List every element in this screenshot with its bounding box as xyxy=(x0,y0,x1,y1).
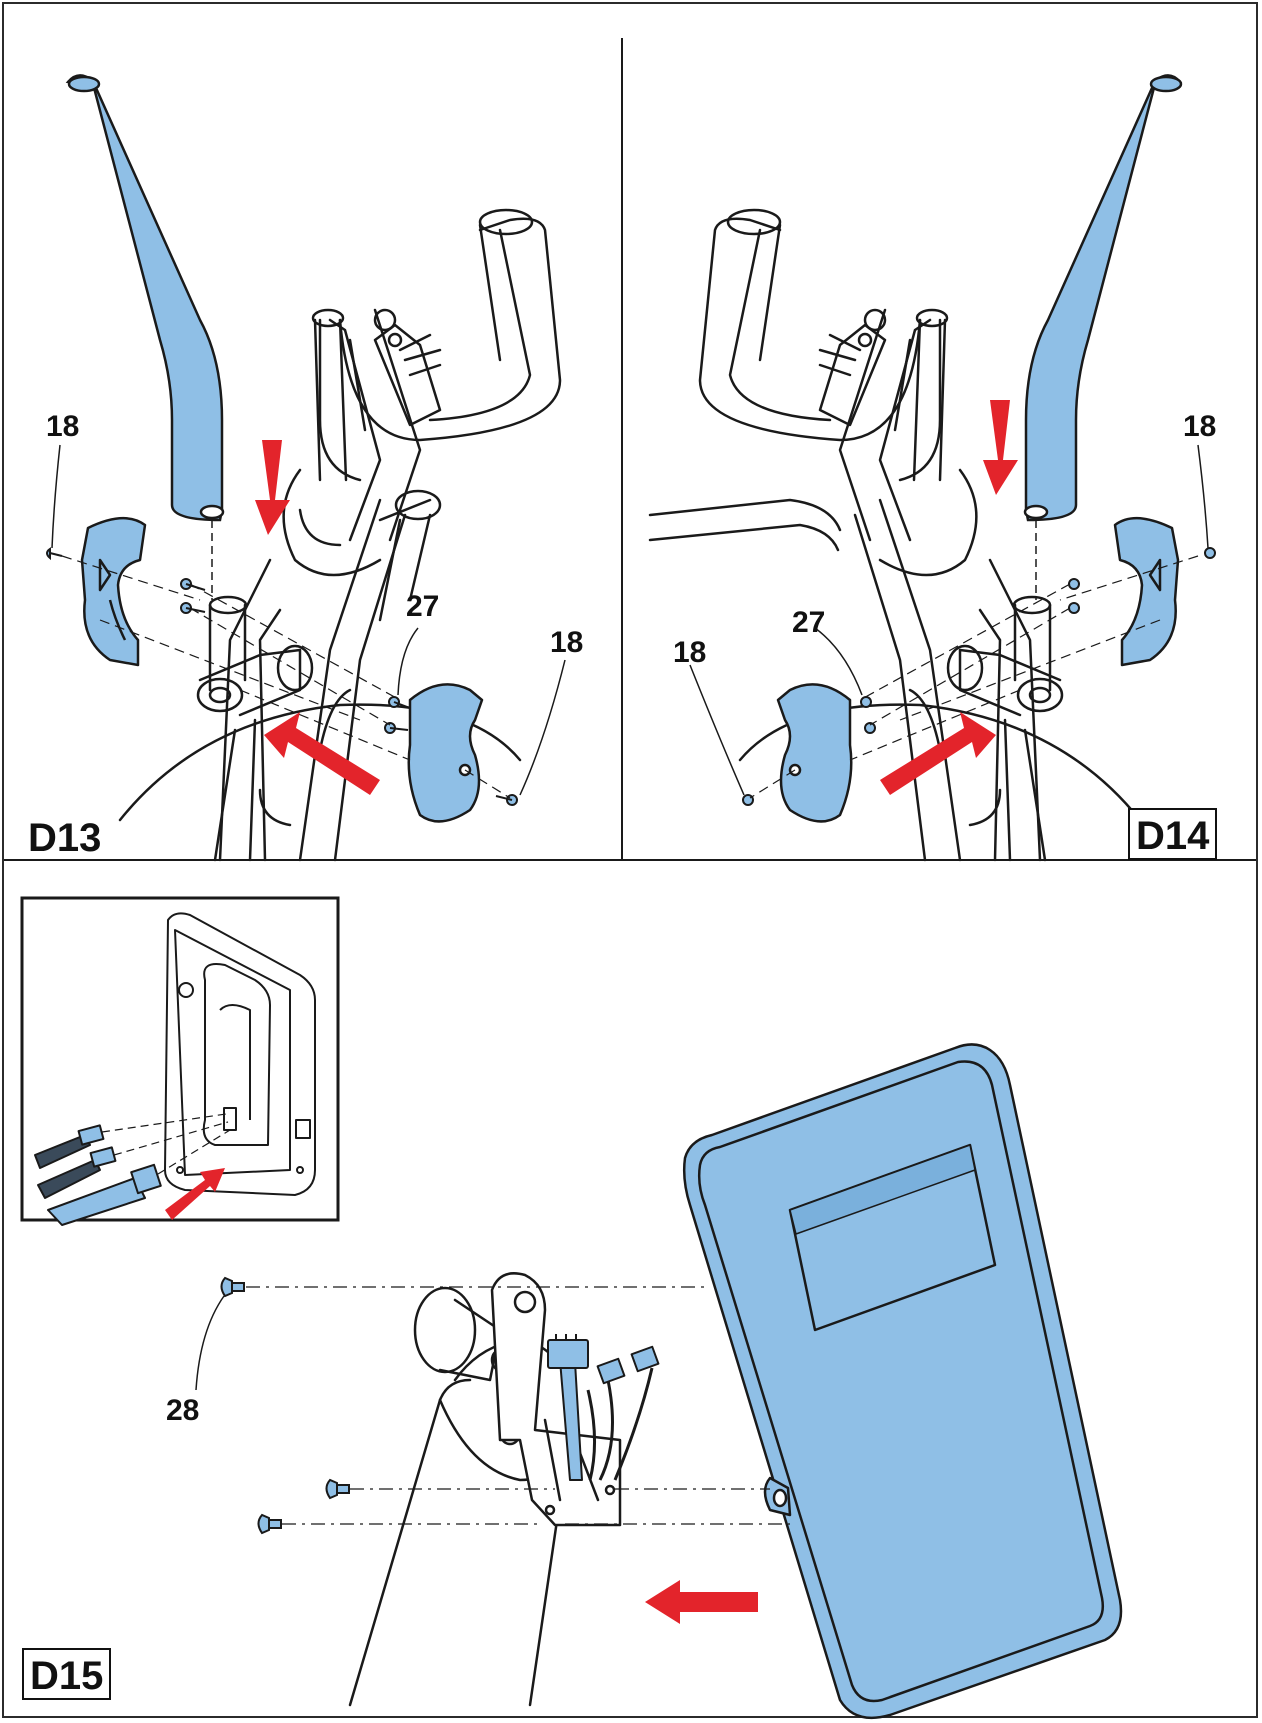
d13-dashed-guides xyxy=(61,555,511,799)
d13-blue-handlebar xyxy=(65,74,225,522)
d15-inset-dashes xyxy=(101,1113,231,1175)
d13-callout-18-right: 18 xyxy=(550,626,584,659)
d14-leaders xyxy=(689,444,1209,796)
d14-callout-18-left: 18 xyxy=(673,636,707,669)
d14-red-arrows xyxy=(880,400,1018,795)
d14-callout-27: 27 xyxy=(792,606,826,639)
d14-screws xyxy=(742,547,1216,806)
d14-callout-18-right: 18 xyxy=(1183,410,1217,443)
step-label-d14: D14 xyxy=(1128,808,1218,860)
d15-post-drawing xyxy=(348,1272,622,1707)
d13-leaders xyxy=(51,444,566,796)
d15-bracket-cables xyxy=(547,1334,660,1481)
d15-console xyxy=(682,1043,1123,1720)
d14-right-shroud xyxy=(1113,517,1180,667)
d13-callout-18-left: 18 xyxy=(46,410,80,443)
d14-left-shroud xyxy=(776,683,853,823)
d15-leader xyxy=(195,1295,225,1391)
d14-frame-drawing xyxy=(648,208,1142,862)
d13-frame-drawing xyxy=(118,208,562,862)
d14-dashed-guides xyxy=(749,555,1199,799)
step-label-d15: D15 xyxy=(22,1648,112,1700)
d13-left-shroud xyxy=(80,517,147,667)
d15-inset-red-arrow xyxy=(165,1168,225,1220)
d15-callout-28: 28 xyxy=(166,1394,200,1427)
d15-dashed-guides xyxy=(246,1286,790,1525)
d13-right-shroud xyxy=(407,683,484,823)
d14-blue-handlebar xyxy=(1023,74,1183,522)
d15-screws xyxy=(220,1276,350,1535)
d15-red-arrow xyxy=(645,1580,758,1624)
d13-callout-27: 27 xyxy=(406,590,440,623)
d13-red-arrows xyxy=(255,440,380,795)
step-label-d13: D13 xyxy=(28,816,102,860)
d15-inset-cables xyxy=(34,1124,162,1226)
